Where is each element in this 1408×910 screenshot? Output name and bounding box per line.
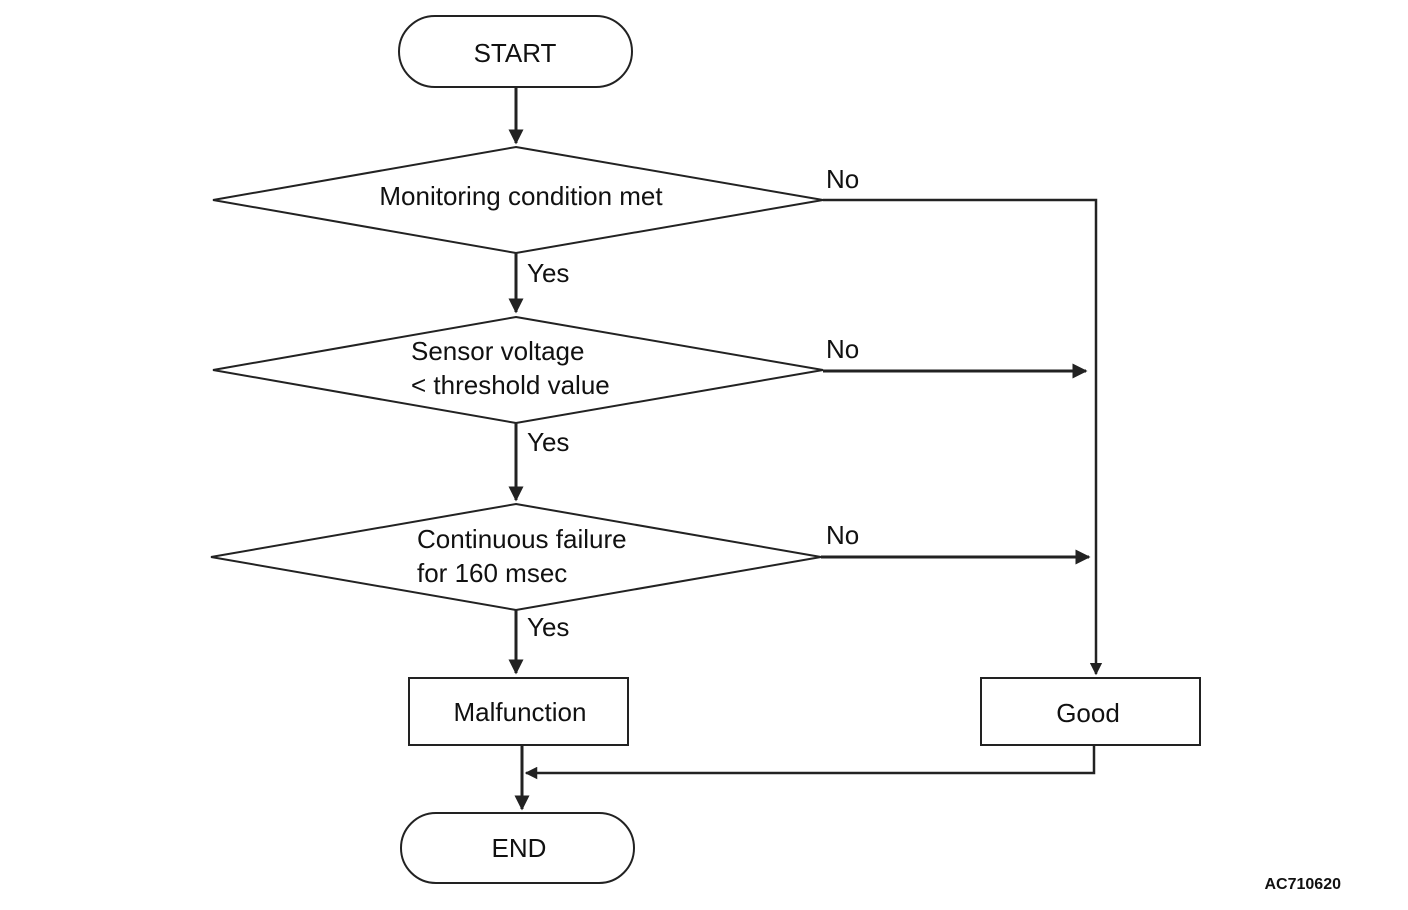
- decision-2-label-line-2: < threshold value: [411, 370, 610, 400]
- good-label: Good: [1056, 698, 1120, 728]
- end-label: END: [492, 833, 547, 863]
- decision-2-yes-label: Yes: [527, 427, 569, 457]
- decision-3-label-line-1: Continuous failure: [417, 524, 627, 554]
- end-terminal: [400, 812, 635, 884]
- decision-1-label: Monitoring condition met: [379, 181, 663, 211]
- decision-2-label-line-1: Sensor voltage: [411, 336, 584, 366]
- decision-3-diamond: [210, 502, 822, 612]
- malfunction-label: Malfunction: [454, 697, 587, 727]
- figure-code: AC710620: [1265, 876, 1342, 893]
- connector-good-to-join: [524, 745, 1096, 780]
- decision-3-yes-label: Yes: [527, 612, 569, 642]
- start-label: START: [474, 38, 557, 68]
- decision-1-yes-label: Yes: [527, 258, 569, 288]
- decision-3-label-line-2: for 160 msec: [417, 558, 567, 588]
- good-box: [980, 677, 1201, 746]
- malfunction-box: [408, 677, 629, 746]
- decision-2-no-label: No: [826, 334, 859, 364]
- connector-decision-1-no: [823, 198, 1103, 676]
- decision-1-no-label: No: [826, 164, 859, 194]
- decision-3-no-label: No: [826, 520, 859, 550]
